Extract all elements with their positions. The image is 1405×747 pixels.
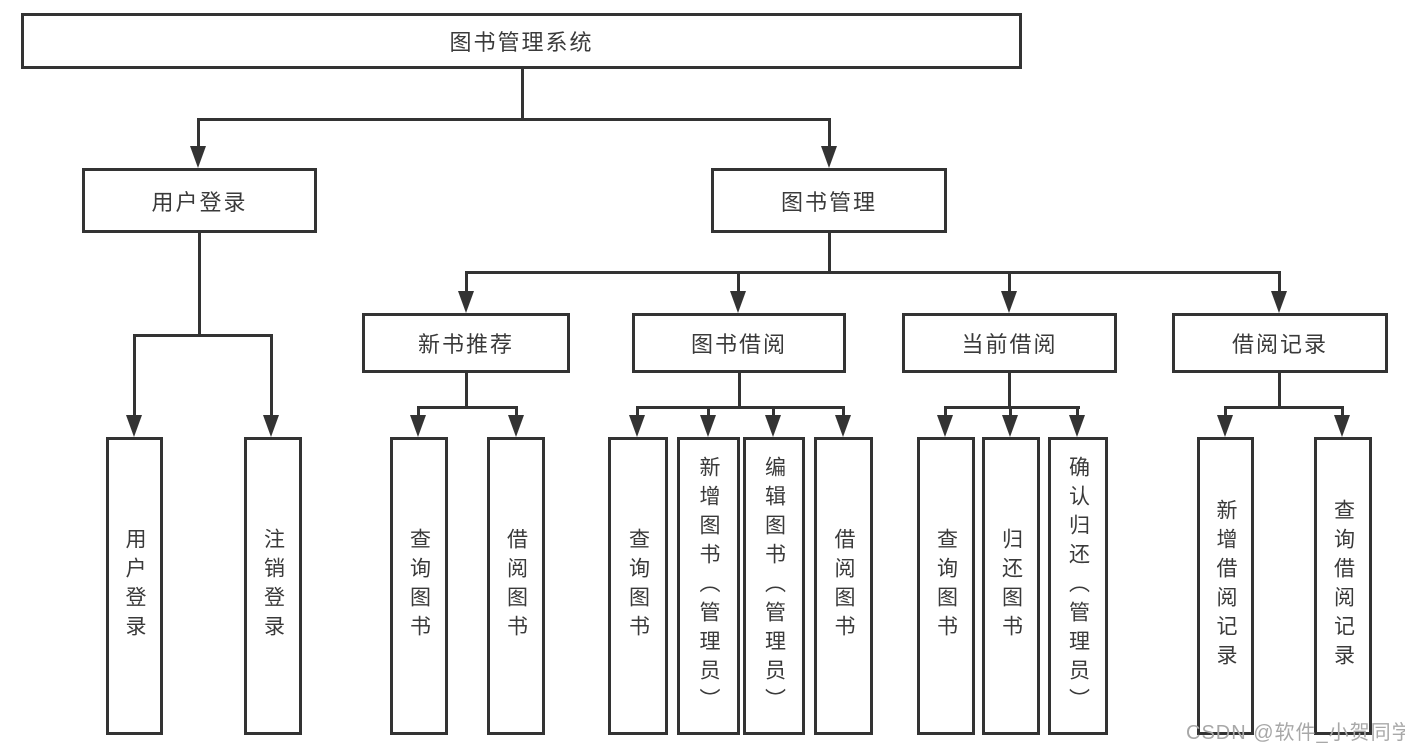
node-label: 图书借阅 xyxy=(690,332,787,357)
node-label: 编辑图书（管理员） xyxy=(762,455,786,717)
node-label: 归还图书 xyxy=(999,528,1023,644)
node-label: 借阅图书 xyxy=(832,528,856,644)
connector xyxy=(944,406,1080,409)
arrow-down xyxy=(835,415,851,437)
connector xyxy=(1076,406,1079,416)
arrow-down xyxy=(190,146,206,168)
connector xyxy=(465,373,468,407)
arrow-down xyxy=(1002,415,1018,437)
connector xyxy=(133,334,136,416)
leaf-add-book-admin: 新增图书（管理员） xyxy=(677,437,740,735)
arrow-down xyxy=(126,415,142,437)
node-label: 查询图书 xyxy=(407,528,431,644)
leaf-logout: 注销登录 xyxy=(244,437,302,735)
arrow-down xyxy=(1001,291,1017,313)
connector xyxy=(197,118,200,147)
arrow-down xyxy=(937,415,953,437)
connector xyxy=(521,69,524,119)
connector xyxy=(828,118,831,147)
connector xyxy=(133,334,273,337)
connector xyxy=(738,373,741,407)
leaf-query-books-borrowing: 查询图书 xyxy=(608,437,668,735)
node-label: 图书管理系统 xyxy=(449,30,594,55)
connector xyxy=(1009,406,1012,416)
connector xyxy=(270,334,273,416)
leaf-add-borrow-record: 新增借阅记录 xyxy=(1197,437,1254,735)
arrow-down xyxy=(1271,291,1287,313)
arrow-down xyxy=(629,415,645,437)
node-label: 当前借阅 xyxy=(961,332,1058,357)
leaf-borrow-books-borrowing: 借阅图书 xyxy=(814,437,873,735)
connector xyxy=(636,406,844,409)
connector xyxy=(197,118,831,121)
node-label: 查询借阅记录 xyxy=(1331,499,1355,673)
leaf-confirm-return-admin: 确认归还（管理员） xyxy=(1048,437,1108,735)
node-new-book-recommendation: 新书推荐 xyxy=(362,313,570,373)
arrow-down xyxy=(1334,415,1350,437)
arrow-down xyxy=(508,415,524,437)
leaf-query-books-current: 查询图书 xyxy=(917,437,975,735)
connector xyxy=(1224,406,1227,416)
leaf-edit-book-admin: 编辑图书（管理员） xyxy=(743,437,805,735)
connector xyxy=(1008,271,1011,292)
node-label: 查询图书 xyxy=(626,528,650,644)
node-current-borrowing: 当前借阅 xyxy=(902,313,1117,373)
node-label: 注销登录 xyxy=(261,528,285,644)
connector xyxy=(944,406,947,416)
node-library-system: 图书管理系统 xyxy=(21,13,1022,69)
node-label: 借阅图书 xyxy=(504,528,528,644)
connector xyxy=(772,406,775,416)
connector xyxy=(465,271,468,292)
node-borrowing-records: 借阅记录 xyxy=(1172,313,1388,373)
leaf-query-books-recommend: 查询图书 xyxy=(390,437,448,735)
node-label: 用户登录 xyxy=(151,189,248,215)
leaf-query-borrow-record: 查询借阅记录 xyxy=(1314,437,1372,735)
node-book-management: 图书管理 xyxy=(711,168,947,233)
node-label: 图书管理 xyxy=(780,189,877,215)
node-label: 借阅记录 xyxy=(1231,332,1328,357)
connector xyxy=(707,406,710,416)
node-user-login: 用户登录 xyxy=(82,168,317,233)
node-label: 新书推荐 xyxy=(417,332,514,357)
connector xyxy=(198,233,201,335)
node-label: 新增图书（管理员） xyxy=(697,455,721,717)
arrow-down xyxy=(458,291,474,313)
connector xyxy=(515,406,518,416)
arrow-down xyxy=(1069,415,1085,437)
arrow-down xyxy=(765,415,781,437)
connector xyxy=(417,406,420,416)
connector xyxy=(737,271,740,292)
leaf-return-books: 归还图书 xyxy=(982,437,1040,735)
arrow-down xyxy=(410,415,426,437)
node-label: 新增借阅记录 xyxy=(1214,499,1238,673)
leaf-user-login: 用户登录 xyxy=(106,437,163,735)
connector xyxy=(828,233,831,272)
arrow-down xyxy=(1217,415,1233,437)
connector xyxy=(465,271,1281,274)
arrow-down xyxy=(263,415,279,437)
connector xyxy=(1008,373,1011,407)
connector xyxy=(636,406,639,416)
node-label: 查询图书 xyxy=(934,528,958,644)
connector xyxy=(1278,373,1281,407)
connector xyxy=(1278,271,1281,292)
node-label: 确认归还（管理员） xyxy=(1066,455,1090,717)
leaf-borrow-books-recommend: 借阅图书 xyxy=(487,437,545,735)
arrow-down xyxy=(700,415,716,437)
watermark: CSDN @软件_小贺同学 xyxy=(1186,722,1405,744)
connector xyxy=(1341,406,1344,416)
node-label: 用户登录 xyxy=(123,528,147,644)
connector xyxy=(417,406,518,409)
arrow-down xyxy=(821,146,837,168)
node-book-borrowing: 图书借阅 xyxy=(632,313,846,373)
connector xyxy=(1224,406,1343,409)
connector xyxy=(842,406,845,416)
arrow-down xyxy=(730,291,746,313)
